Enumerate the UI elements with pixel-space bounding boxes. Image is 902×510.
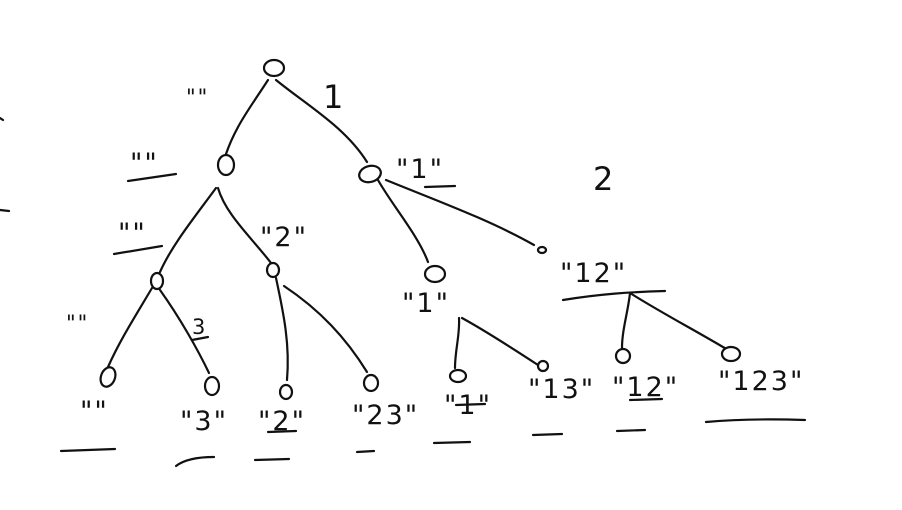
node-left <box>216 153 236 177</box>
label-node-left: "" <box>130 148 159 179</box>
underline-leaf-3 <box>253 457 291 462</box>
leaf-5 <box>448 368 468 384</box>
node-rr <box>536 245 548 255</box>
underline-leaf-4 <box>355 449 376 454</box>
edge-rr-leaf7 <box>620 291 632 350</box>
edge-left-ll <box>158 186 218 274</box>
underline-leaf-8 <box>704 418 807 424</box>
label-node-lr: "2" <box>260 222 308 253</box>
node-right <box>358 164 382 184</box>
edge-ll-leaf1 <box>106 286 154 369</box>
leaf-4 <box>362 373 380 393</box>
leaf-2 <box>203 375 221 397</box>
leaf-8 <box>720 345 742 363</box>
underline-leaf-1 <box>59 447 117 453</box>
underline-node-ll <box>112 244 164 256</box>
edge-ll-leaf2 <box>158 288 211 375</box>
edge-left-lr <box>216 186 273 265</box>
underline-leaf-7-short <box>628 397 664 402</box>
tree-nodes <box>99 58 742 401</box>
label-leaf-1: "" <box>80 396 109 427</box>
edge-rr-leaf8 <box>628 291 730 352</box>
label-leaf-4: "23" <box>352 400 419 431</box>
leaf-3 <box>278 383 294 401</box>
label-leaf-3: "2" <box>258 406 306 437</box>
label-leaf-8: "123" <box>718 366 804 397</box>
edge-rl-leaf6 <box>460 316 540 367</box>
margin-mark-top <box>0 116 5 122</box>
underline-leaf-3-short <box>266 429 298 434</box>
label-leaf-6: "13" <box>528 374 595 405</box>
leaf-1 <box>99 366 117 388</box>
underlines <box>59 172 807 468</box>
level-label-1: 1 <box>323 78 345 116</box>
underline-leaf-6 <box>531 432 564 437</box>
label-edge-llr: 3 <box>192 315 207 339</box>
edge-lr-leaf3 <box>274 276 289 382</box>
leaf-7 <box>614 347 632 365</box>
label-leaf-7: "12" <box>612 372 679 403</box>
underline-leaf-5-short <box>454 402 487 407</box>
margin-mark-bottom <box>0 208 11 213</box>
underline-leaf-2 <box>174 455 216 468</box>
label-leaf-5: "1" <box>444 390 492 421</box>
label-node-ll: "" <box>118 218 147 249</box>
underline-node-left <box>126 172 178 183</box>
edge-right-rl <box>376 178 430 264</box>
tree-edges <box>106 78 730 382</box>
label-node-rl: "1" <box>402 288 450 319</box>
edge-root-left <box>224 78 270 156</box>
node-ll <box>149 271 165 291</box>
label-leaf-2: "3" <box>180 406 228 437</box>
label-node-rr: "12" <box>560 258 627 289</box>
underline-node-rr <box>561 289 667 302</box>
underline-node-right <box>423 184 457 189</box>
label-edge-lll: "" <box>66 311 89 335</box>
edge-right-rr <box>384 178 536 247</box>
node-lr <box>265 261 281 279</box>
level-label-2: 2 <box>593 160 615 198</box>
node-rl <box>423 264 447 284</box>
underline-edge-llr <box>190 335 210 342</box>
edge-rl-leaf5 <box>453 316 461 370</box>
label-edge-root-left: "" <box>186 85 209 109</box>
leaf-6 <box>536 359 550 373</box>
edge-root-right <box>274 78 369 164</box>
underline-leaf-7 <box>615 428 647 433</box>
node-root <box>262 58 286 78</box>
label-node-right: "1" <box>396 154 444 185</box>
edge-lr-leaf4 <box>282 284 369 374</box>
underline-leaf-5 <box>432 440 472 445</box>
